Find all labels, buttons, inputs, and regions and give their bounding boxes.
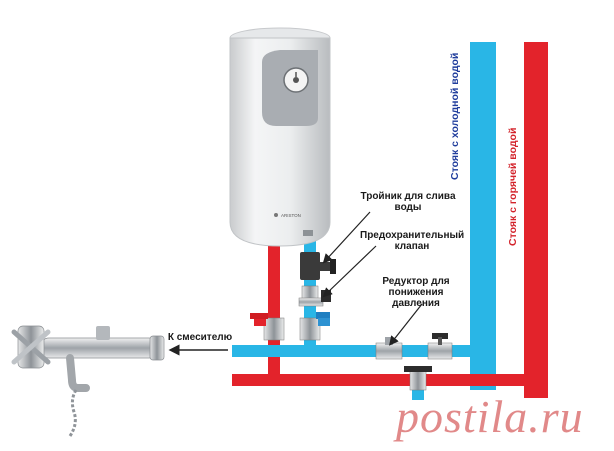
safety-valve (298, 285, 331, 307)
hot-water-riser (524, 42, 548, 398)
watermark: postila.ru (396, 391, 584, 442)
hot-riser-label: Стояк с горячей водой (507, 127, 519, 246)
brand-text: ARISTON (281, 213, 301, 218)
ball-valve-icon (299, 312, 330, 341)
tee-label-line1: Тройник для слива (360, 191, 456, 202)
cold-riser-label: Стояк с холодной водой (449, 52, 461, 180)
reducer-leader-line (389, 303, 423, 346)
safety-label-line2: клапан (394, 241, 430, 252)
reducer-label-line1: Редуктор для понижения (382, 276, 450, 298)
hot-outlet-pipe (268, 246, 280, 378)
cold-horizontal-pipe (232, 345, 496, 357)
water-heater-icon: ARISTON (229, 27, 331, 247)
to-mixer-label: К смесителю (167, 332, 233, 343)
tee-label: Тройник для слива воды (356, 191, 460, 213)
ball-valve-icon (250, 313, 285, 341)
reducer-label: Редуктор для понижения давления (354, 276, 478, 309)
pressure-reducer (375, 337, 403, 360)
ball-valve-icon (427, 333, 453, 360)
safety-leader-line (322, 245, 377, 298)
tee-drain-valve (300, 252, 336, 280)
tee-leader-line (322, 211, 371, 264)
mixer-faucet-icon (11, 325, 165, 437)
reducer-label-line2: давления (392, 298, 440, 309)
safety-label-line1: Предохранительный (360, 230, 465, 241)
ball-valve-icon (404, 366, 432, 391)
cold-water-riser (470, 42, 496, 390)
hot-horizontal-pipe (232, 374, 548, 386)
tee-label-line2: воды (394, 202, 422, 213)
safety-valve-label: Предохранительный клапан (360, 230, 464, 252)
